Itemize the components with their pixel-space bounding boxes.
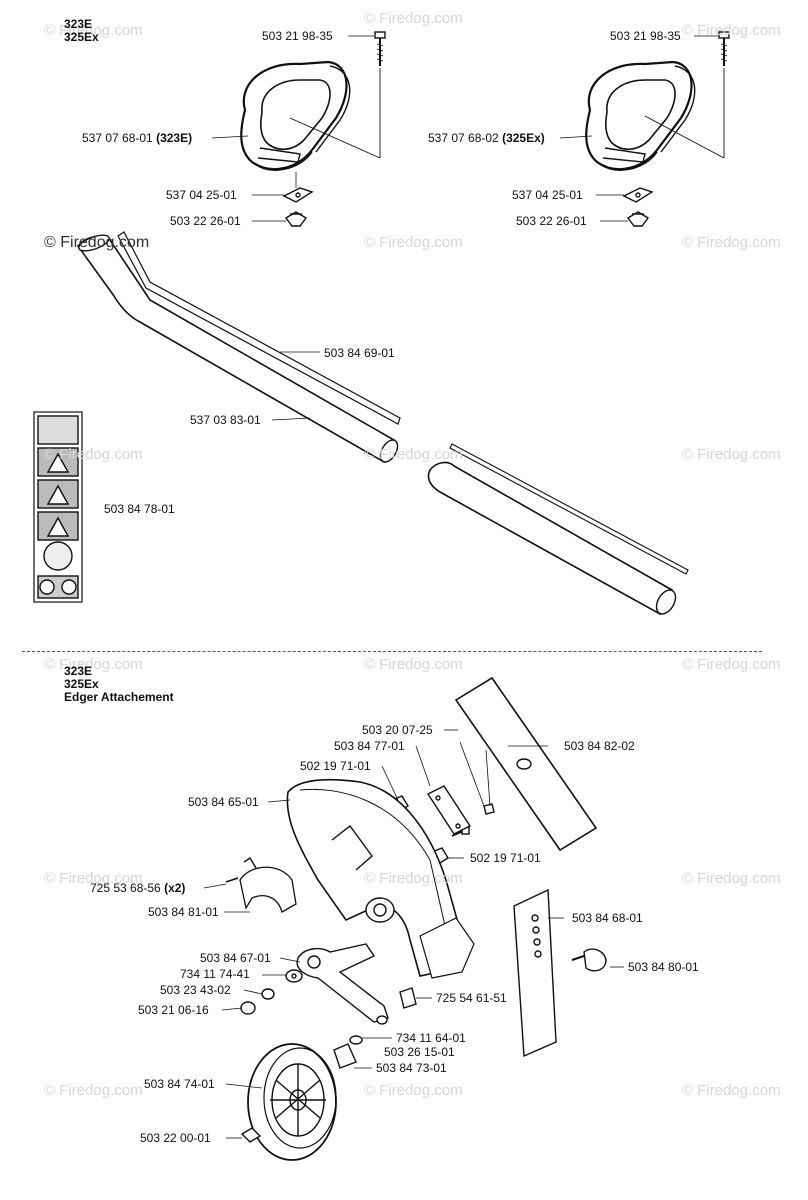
model-label: 323E	[64, 17, 93, 31]
part-label: 503 84 68-01	[572, 911, 643, 925]
model-label: 325Ex	[64, 30, 99, 44]
part-label: 503 21 06-16	[138, 1003, 209, 1017]
part-label: 503 20 07-25	[362, 723, 433, 737]
part-label: 503 22 26-01	[516, 214, 587, 228]
part-label: 503 84 81-01	[148, 905, 219, 919]
bolt-left-icon	[374, 31, 386, 158]
flex-shaft-upper-icon	[117, 231, 401, 425]
pin-icon	[399, 987, 417, 1009]
section-title: Edger Attachement	[64, 690, 174, 704]
part-label: 503 23 43-02	[160, 983, 231, 997]
part-number: 725 53 68-56	[90, 881, 161, 895]
watermark: © Firedog.com	[682, 234, 781, 251]
part-label: 734 11 64-01	[396, 1031, 466, 1045]
part-label: 503 22 00-01	[140, 1131, 211, 1145]
part-model: (325Ex)	[502, 131, 545, 145]
part-label: 734 11 74-41	[180, 967, 250, 981]
bolt-right-icon	[718, 31, 730, 158]
part-model: (323E)	[156, 131, 193, 145]
watermark: © Firedog.com	[364, 870, 463, 887]
part-number: 537 07 68-02	[428, 131, 499, 145]
shaft-tube-lower-icon	[427, 443, 689, 616]
part-label: 725 54 61-51	[436, 991, 507, 1005]
part-label: 537 07 68-02 (325Ex)	[428, 131, 545, 145]
part-qty: (x2)	[164, 881, 186, 895]
part-label: 503 84 78-01	[104, 502, 175, 516]
clamp-icon	[203, 857, 297, 913]
watermark: © Firedog.com	[44, 234, 150, 251]
watermark: © Firedog.com	[44, 656, 143, 673]
bracket-right-icon	[622, 187, 654, 203]
watermark: © Firedog.com	[682, 22, 781, 39]
part-label: 503 84 74-01	[144, 1077, 215, 1091]
watermark: © Firedog.com	[364, 656, 463, 673]
part-label: 537 07 68-01 (323E)	[82, 131, 192, 145]
section-header-bottom: 323E 325Ex Edger Attachement	[64, 665, 174, 704]
watermark: © Firedog.com	[364, 10, 463, 27]
part-label: 503 26 15-01	[384, 1045, 455, 1059]
bushing-icon	[333, 1015, 388, 1069]
part-label: 503 22 26-01	[170, 214, 241, 228]
wing-nut-left-icon	[284, 211, 308, 227]
wheel-nut-icon	[240, 1127, 262, 1143]
part-label: 537 04 25-01	[166, 188, 237, 202]
wheel-icon	[247, 1043, 337, 1161]
depth-plate-icon	[513, 888, 557, 1058]
part-label: 502 19 71-01	[300, 759, 371, 773]
adjustment-knob-icon	[571, 948, 607, 972]
section-divider	[22, 651, 762, 652]
watermark: © Firedog.com	[682, 656, 781, 673]
part-label: 725 53 68-56 (x2)	[90, 881, 185, 895]
part-label: 503 84 73-01	[376, 1061, 447, 1075]
part-label: 503 84 65-01	[188, 795, 259, 809]
edger-blade-icon	[454, 676, 598, 852]
part-label: 503 84 69-01	[324, 346, 395, 360]
blade-guard-icon	[286, 778, 475, 979]
watermark: © Firedog.com	[364, 234, 463, 251]
washers-icon	[240, 969, 303, 1015]
part-label: 503 84 67-01	[200, 951, 271, 965]
part-label: 503 21 98-35	[610, 29, 681, 43]
bracket-left-icon	[282, 172, 314, 203]
watermark: © Firedog.com	[364, 1082, 463, 1099]
warning-decal-icon	[33, 411, 83, 603]
loop-handle-right-icon	[585, 60, 696, 171]
part-label: 503 84 82-02	[564, 739, 635, 753]
part-number: 537 07 68-01	[82, 131, 153, 145]
loop-handle-left-icon	[240, 60, 351, 171]
wing-nut-right-icon	[626, 211, 650, 227]
part-label: 537 04 25-01	[512, 188, 583, 202]
watermark: © Firedog.com	[682, 446, 781, 463]
part-label: 537 03 83-01	[190, 413, 261, 427]
part-label: 503 84 77-01	[334, 739, 405, 753]
watermark: © Firedog.com	[682, 870, 781, 887]
watermark: © Firedog.com	[44, 446, 143, 463]
part-label: 502 19 71-01	[470, 851, 541, 865]
watermark: © Firedog.com	[682, 1082, 781, 1099]
part-label: 503 84 80-01	[628, 960, 699, 974]
wheel-arm-icon	[296, 943, 389, 1023]
watermark: © Firedog.com	[44, 870, 143, 887]
model-label: 323E	[64, 664, 93, 678]
model-label: 325Ex	[64, 677, 99, 691]
shaft-tube-upper-icon	[76, 234, 399, 464]
watermark: © Firedog.com	[44, 1082, 143, 1099]
clamp-plate-icon	[426, 785, 472, 835]
part-label: 503 21 98-35	[262, 29, 333, 43]
watermark: © Firedog.com	[44, 22, 143, 39]
watermark: © Firedog.com	[364, 446, 463, 463]
section-header-top: 323E 325Ex	[64, 18, 99, 44]
